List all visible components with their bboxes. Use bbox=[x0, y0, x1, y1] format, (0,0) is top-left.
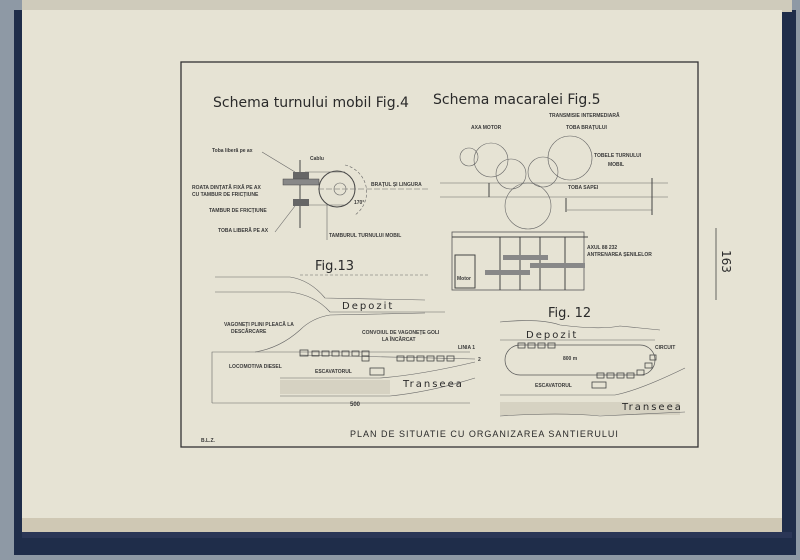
svg-text:Transeea: Transeea bbox=[402, 379, 464, 390]
svg-text:VAGONEȚI PLINI PLEACĂ LA: VAGONEȚI PLINI PLEACĂ LA bbox=[224, 321, 294, 328]
svg-text:TAMBUR DE FRICȚIUNE: TAMBUR DE FRICȚIUNE bbox=[209, 208, 267, 214]
svg-text:MOBIL: MOBIL bbox=[608, 162, 624, 168]
svg-text:Cablu: Cablu bbox=[310, 156, 324, 162]
svg-text:170°: 170° bbox=[354, 200, 364, 206]
svg-text:AXUL 88 232: AXUL 88 232 bbox=[587, 245, 617, 251]
svg-text:Motor: Motor bbox=[457, 276, 471, 282]
svg-text:CIRCUIT: CIRCUIT bbox=[655, 345, 675, 351]
svg-text:LINIA 1: LINIA 1 bbox=[458, 345, 475, 351]
author-signature: B.L.Z. bbox=[201, 438, 215, 444]
svg-text:AXA MOTOR: AXA MOTOR bbox=[471, 125, 502, 131]
svg-text:TOBELE TURNULUI: TOBELE TURNULUI bbox=[594, 153, 642, 159]
svg-text:Transeea: Transeea bbox=[621, 402, 683, 413]
fig12-title: Fig. 12 bbox=[548, 306, 591, 321]
svg-text:TOBA SAPEI: TOBA SAPEI bbox=[568, 185, 599, 191]
svg-text:Depozit: Depozit bbox=[526, 330, 578, 341]
svg-text:2: 2 bbox=[478, 357, 481, 363]
svg-text:TRANSMISIE INTERMEDIARĂ: TRANSMISIE INTERMEDIARĂ bbox=[549, 112, 620, 119]
svg-text:ESCAVATORUL: ESCAVATORUL bbox=[315, 369, 352, 375]
svg-text:TOBA LIBERĂ PE AX: TOBA LIBERĂ PE AX bbox=[218, 227, 269, 234]
svg-text:800 m: 800 m bbox=[563, 356, 578, 362]
svg-text:500: 500 bbox=[350, 402, 361, 408]
svg-text:CONVOIUL DE VAGONEȚE GOLI: CONVOIUL DE VAGONEȚE GOLI bbox=[362, 330, 440, 336]
fig5-title: Schema macaralei Fig.5 bbox=[433, 92, 601, 108]
fig4-title: Schema turnului mobil Fig.4 bbox=[213, 95, 409, 111]
diagram-caption: PLAN DE SITUATIE CU ORGANIZAREA SANTIERU… bbox=[350, 429, 619, 439]
svg-text:BRAȚUL ȘI LINGURA: BRAȚUL ȘI LINGURA bbox=[371, 182, 422, 188]
page-stack-edge bbox=[22, 518, 782, 532]
page-number-text: 163 bbox=[719, 250, 733, 273]
svg-text:ESCAVATORUL: ESCAVATORUL bbox=[535, 383, 572, 389]
svg-text:ANTRENAREA ȘENILELOR: ANTRENAREA ȘENILELOR bbox=[587, 252, 652, 258]
fig13-site-plan: Fig.13 Depozit VAGONEȚI PLINI PLEACĂ LA … bbox=[211, 259, 481, 408]
diagram-frame bbox=[180, 61, 699, 448]
page bbox=[22, 10, 782, 525]
svg-text:Toba liberă pe ax: Toba liberă pe ax bbox=[212, 148, 253, 154]
svg-text:TOBA BRAȚULUI: TOBA BRAȚULUI bbox=[566, 125, 607, 131]
svg-text:Depozit: Depozit bbox=[342, 301, 394, 312]
fig13-title: Fig.13 bbox=[315, 259, 354, 274]
svg-text:DESCĂRCARE: DESCĂRCARE bbox=[231, 328, 267, 335]
svg-text:TAMBURUL TURNULUI MOBIL: TAMBURUL TURNULUI MOBIL bbox=[329, 233, 401, 239]
fig5-crane-schema: Schema macaralei Fig.5 TRANSMISIE INTERM… bbox=[433, 92, 668, 291]
top-page-edge bbox=[22, 0, 792, 12]
svg-text:LA ÎNCĂRCAT: LA ÎNCĂRCAT bbox=[382, 335, 416, 343]
svg-text:ROATA DINȚATĂ FIXĂ PE AX: ROATA DINȚATĂ FIXĂ PE AX bbox=[192, 184, 261, 191]
svg-text:CU TAMBUR DE FRICȚIUNE: CU TAMBUR DE FRICȚIUNE bbox=[192, 192, 259, 198]
page-number: 163 bbox=[715, 228, 733, 300]
fig4-turret-schema: Schema turnului mobil Fig.4 Toba liberă … bbox=[192, 95, 430, 240]
svg-text:LOCOMOTIVA DIESEL: LOCOMOTIVA DIESEL bbox=[229, 364, 282, 370]
fig12-circuit-plan: Fig. 12 Depozit CIRCUIT 800 m ESCAVATORU… bbox=[499, 306, 686, 417]
